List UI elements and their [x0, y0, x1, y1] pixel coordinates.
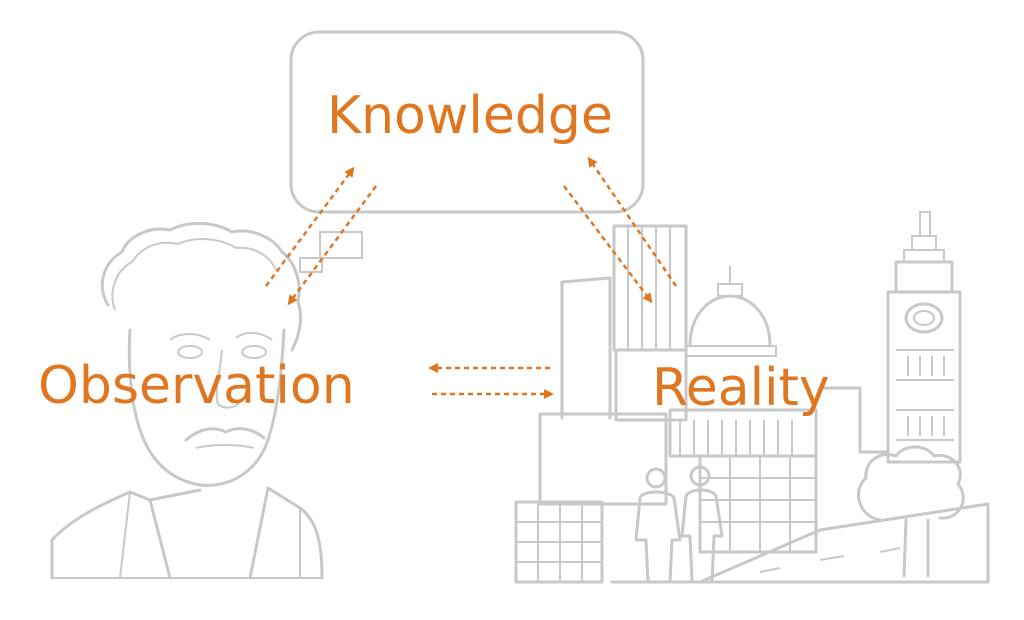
reality-label: Reality: [652, 358, 830, 418]
edge-knowledge-to-reality: [563, 185, 653, 304]
observation-label: Observation: [38, 356, 355, 416]
tree-illustration: [857, 445, 965, 578]
portrait-illustration: [50, 221, 324, 580]
small-blocks: [299, 231, 363, 273]
city-illustration: [514, 211, 990, 584]
knowledge-label: Knowledge: [327, 86, 613, 146]
edge-knowledge-to-observation: [287, 185, 378, 306]
knowledge-box: [289, 30, 645, 214]
edge-observation-to-knowledge: [264, 166, 355, 287]
edges: [264, 156, 678, 399]
edge-reality-to-knowledge: [587, 156, 678, 287]
people-illustration: [634, 465, 724, 584]
